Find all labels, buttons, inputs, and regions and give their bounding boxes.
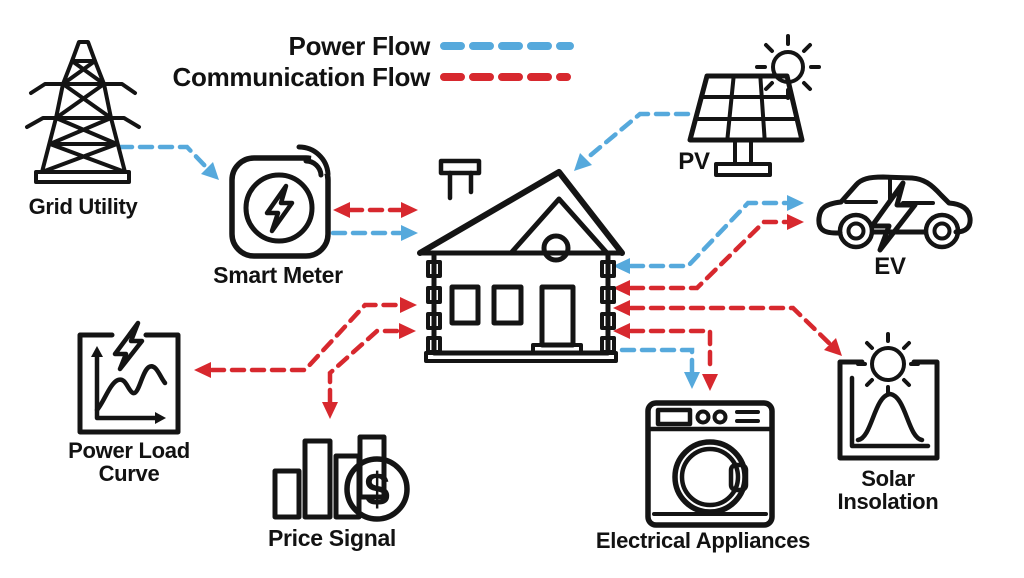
solar-insolation-label-line1: Solar: [861, 466, 915, 491]
pv-label: PV: [678, 148, 710, 175]
solar-insolation-label-line2: Insolation: [837, 488, 939, 514]
bar-chart-dollar-icon: $: [272, 434, 410, 522]
sun-icon: [856, 332, 920, 396]
door: [539, 284, 576, 348]
power-load-curve-label: Power Load Curve: [49, 438, 209, 486]
flow-house-ev-power: [613, 195, 804, 274]
transmission-tower-icon: [25, 40, 141, 184]
flow-pv-to-house-power: [574, 111, 691, 171]
flow-house-loadcurve-comm: [194, 297, 417, 378]
dollar-sign: $: [364, 463, 390, 515]
electric-car-icon: [816, 174, 973, 253]
flow-house-insolation-comm: [613, 300, 842, 356]
flow-meter-to-house-power: [330, 225, 418, 241]
flow-grid-to-meter-power: [117, 144, 219, 180]
lightning-bolt-icon: [112, 320, 145, 372]
power-load-curve-label-line2: Curve: [98, 460, 160, 486]
lightning-bolt-icon: [264, 183, 295, 234]
flow-meter-house-comm: [333, 202, 418, 218]
flow-house-appliances-comm: [613, 323, 718, 391]
solar-insolation-label: Solar Insolation: [808, 466, 968, 514]
wifi-waves-icon: [296, 144, 331, 178]
grid-utility-label: Grid Utility: [28, 194, 138, 219]
price-signal-label: Price Signal: [267, 525, 397, 551]
power-load-curve-label-line1: Power Load: [68, 438, 190, 463]
flow-house-ev-comm: [613, 214, 804, 296]
smart-meter-icon: [229, 144, 341, 259]
sun-bell-curve-chart-icon: [837, 332, 940, 461]
legend-communication-flow-label: Communication Flow: [172, 62, 431, 92]
washing-machine-icon: [645, 400, 775, 528]
electrical-appliances-label: Electrical Appliances: [595, 528, 811, 553]
solar-panel-sun-icon: [687, 34, 821, 177]
ev-label: EV: [874, 253, 906, 280]
smart-meter-label: Smart Meter: [213, 262, 343, 288]
load-curve-chart-icon: [77, 320, 181, 435]
flow-house-to-appliances-power: [619, 347, 700, 389]
legend-power-flow-label: Power Flow: [288, 31, 431, 61]
lightning-bolt-icon: [869, 180, 918, 253]
flow-house-pricesignal-comm: [322, 323, 416, 419]
house-icon: [417, 158, 625, 363]
